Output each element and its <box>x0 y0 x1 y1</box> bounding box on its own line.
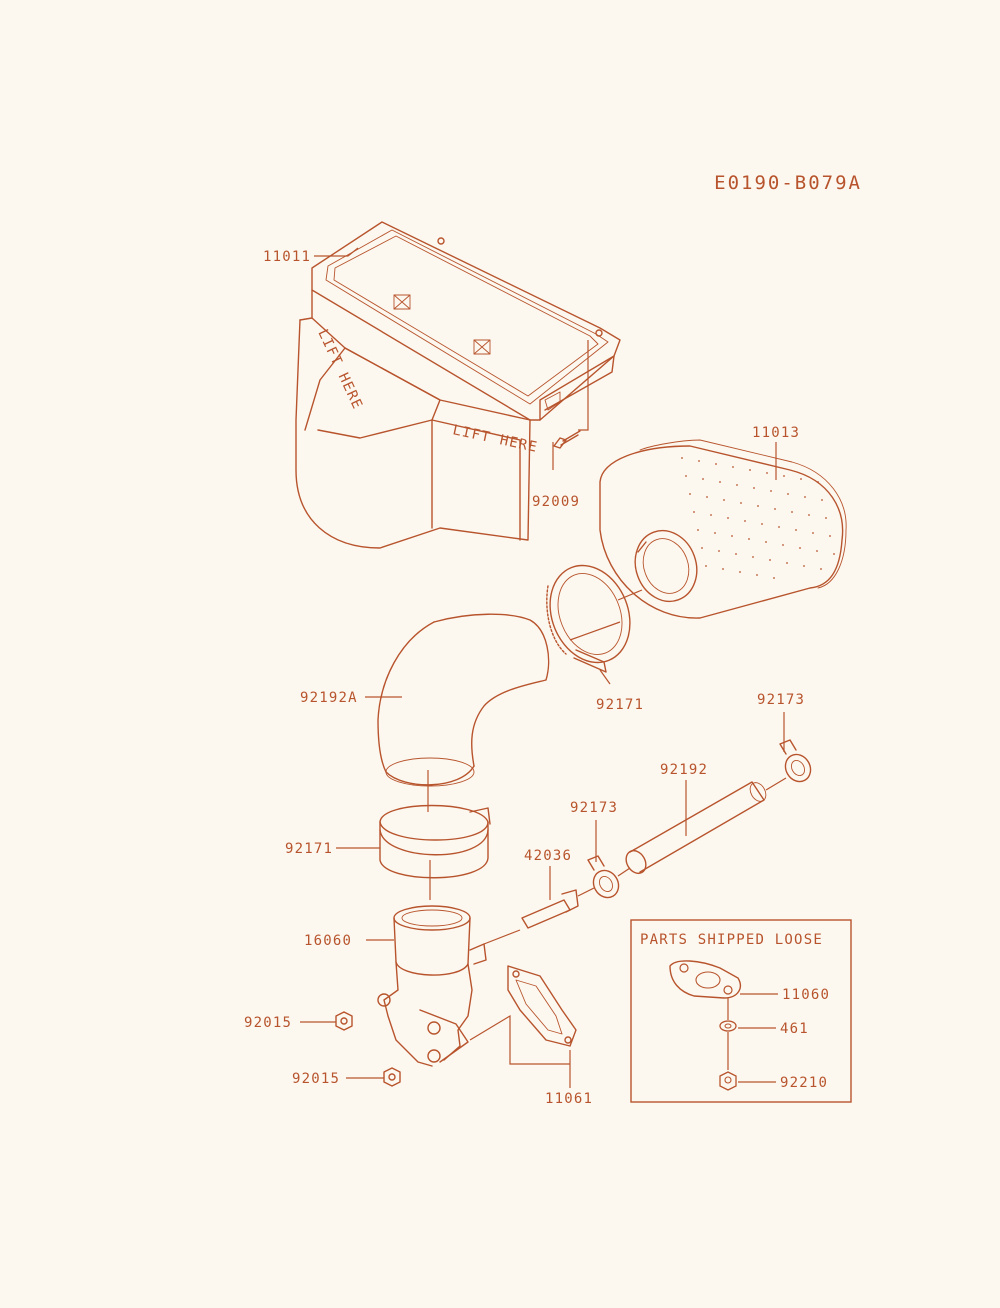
element-dot <box>744 520 746 522</box>
pipe <box>521 889 579 929</box>
label-11061: 11061 <box>545 1091 593 1107</box>
element-dot <box>722 568 724 570</box>
element-dot <box>714 532 716 534</box>
label-11011: 11011 <box>263 249 311 265</box>
element-dot <box>723 499 725 501</box>
element-dot <box>829 535 831 537</box>
hose-clamp-small-right <box>779 739 812 783</box>
element-dot <box>701 547 703 549</box>
air-filter-element <box>599 439 847 619</box>
element-dot <box>731 535 733 537</box>
label-461: 461 <box>780 1021 809 1037</box>
element-dot <box>753 487 755 489</box>
element-dot <box>739 571 741 573</box>
element-dot <box>769 559 771 561</box>
element-dot <box>786 562 788 564</box>
element-dot <box>705 565 707 567</box>
element-dot <box>698 460 700 462</box>
element-dot <box>833 553 835 555</box>
element-dot <box>748 538 750 540</box>
label-11013: 11013 <box>752 425 800 441</box>
case-front-text: LIFT HERE <box>451 422 539 456</box>
label-42036: 42036 <box>524 848 572 864</box>
element-dot <box>702 478 704 480</box>
label-92015-upper: 92015 <box>244 1015 292 1031</box>
label-92192A: 92192A <box>300 690 358 706</box>
nut-lower <box>383 1067 401 1087</box>
gasket <box>507 965 577 1047</box>
element-dot <box>803 565 805 567</box>
element-dot <box>795 529 797 531</box>
hose-clamp-small-left <box>587 855 620 899</box>
label-92192: 92192 <box>660 762 708 778</box>
hose-elbow <box>377 613 550 787</box>
element-dot <box>757 505 759 507</box>
element-dot <box>778 526 780 528</box>
element-dot <box>825 517 827 519</box>
loose-box-heading: PARTS SHIPPED LOOSE <box>640 932 823 948</box>
element-dot <box>752 556 754 558</box>
element-dot <box>808 514 810 516</box>
bolt <box>553 430 581 449</box>
element-dot <box>765 541 767 543</box>
hose-clamp-lower <box>379 804 491 879</box>
element-dot <box>749 469 751 471</box>
label-92009: 92009 <box>532 494 580 510</box>
element-dot <box>710 514 712 516</box>
element-dot <box>787 493 789 495</box>
intake-elbow <box>377 905 487 1067</box>
label-16060: 16060 <box>304 933 352 949</box>
label-11060: 11060 <box>782 987 830 1003</box>
element-dot <box>816 550 818 552</box>
element-dot <box>820 568 822 570</box>
element-dot <box>821 499 823 501</box>
element-dot <box>689 493 691 495</box>
label-92173-right: 92173 <box>757 692 805 708</box>
label-92210: 92210 <box>780 1075 828 1091</box>
element-dot <box>727 517 729 519</box>
element-dot <box>736 484 738 486</box>
element-dot <box>782 544 784 546</box>
element-dot <box>799 547 801 549</box>
element-dots <box>681 457 835 579</box>
element-dot <box>800 478 802 480</box>
case-side-text: LIFT HERE <box>314 327 365 412</box>
element-dot <box>804 496 806 498</box>
element-dot <box>715 463 717 465</box>
element-dot <box>773 577 775 579</box>
element-dot <box>732 466 734 468</box>
element-dot <box>685 475 687 477</box>
element-dot <box>766 472 768 474</box>
element-dot <box>735 553 737 555</box>
element-dot <box>783 475 785 477</box>
element-dot <box>756 574 758 576</box>
element-dot <box>706 496 708 498</box>
element-dot <box>761 523 763 525</box>
breather-hose <box>625 781 767 875</box>
parts-shipped-loose-box <box>630 919 852 1103</box>
label-92173-left: 92173 <box>570 800 618 816</box>
label-92171-upper: 92171 <box>596 697 644 713</box>
element-dot <box>681 457 683 459</box>
element-dot <box>812 532 814 534</box>
element-dot <box>791 511 793 513</box>
air-cleaner-case <box>295 221 621 549</box>
hose-clamp-upper <box>546 564 631 673</box>
element-dot <box>693 511 695 513</box>
element-dot <box>774 508 776 510</box>
nut-upper <box>335 1011 353 1031</box>
diagram-id: E0190-B079A <box>714 172 862 194</box>
label-92015-lower: 92015 <box>292 1071 340 1087</box>
element-dot <box>817 481 819 483</box>
element-dot <box>718 550 720 552</box>
element-dot <box>719 481 721 483</box>
element-dot <box>740 502 742 504</box>
element-dot <box>697 529 699 531</box>
label-92171-lower: 92171 <box>285 841 333 857</box>
element-dot <box>770 490 772 492</box>
